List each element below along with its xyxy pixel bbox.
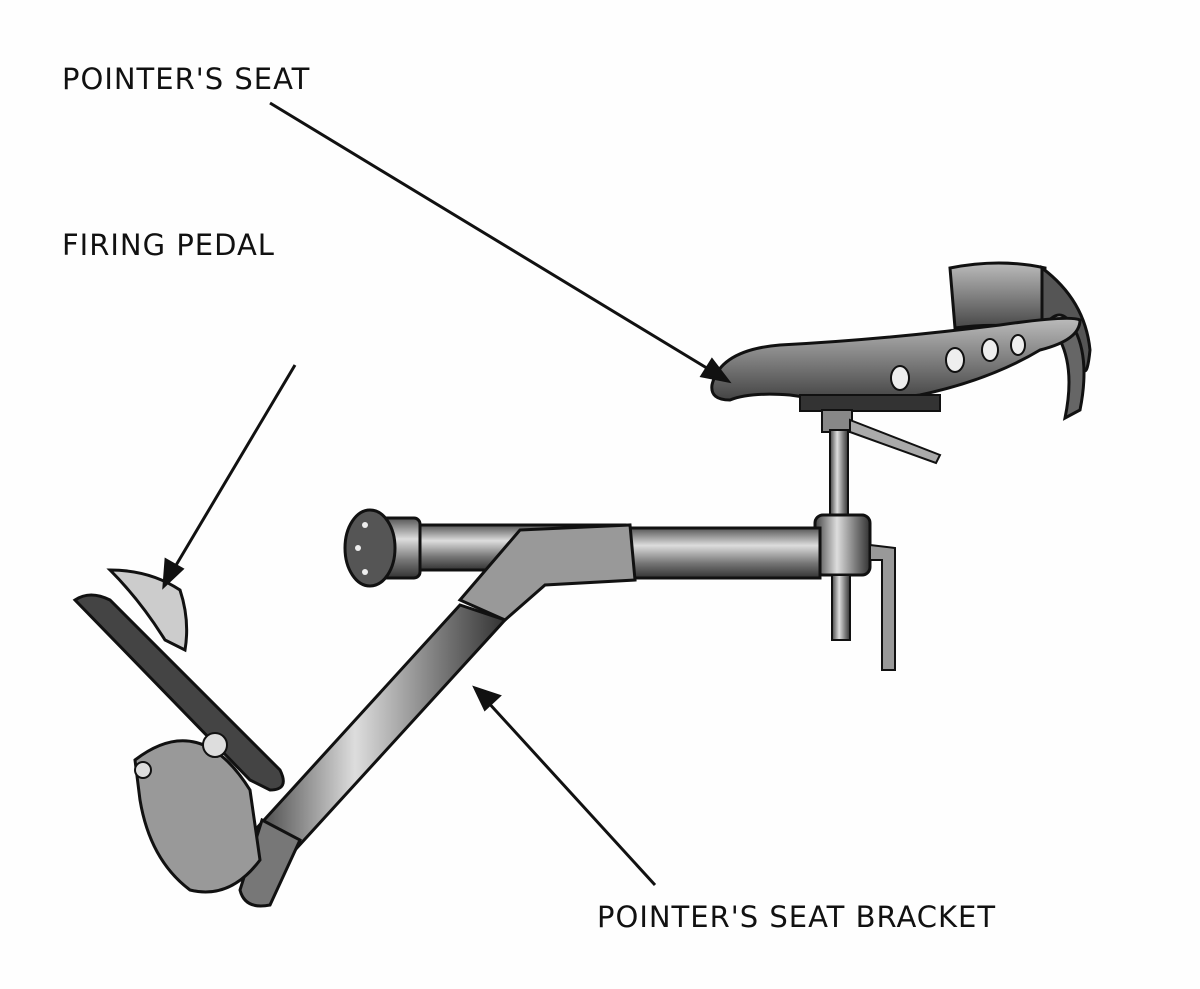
seat-post — [813, 409, 942, 671]
bracket-arrowhead — [472, 685, 502, 712]
label-pointers-seat: POINTER'S SEAT — [62, 62, 311, 96]
bracket-tube — [238, 523, 637, 908]
label-pointers-seat-bracket: POINTER'S SEAT BRACKET — [597, 900, 997, 934]
bracket-leader-line — [484, 698, 657, 887]
pedal-leader-line — [170, 364, 297, 573]
label-firing-pedal: FIRING PEDAL — [62, 228, 275, 262]
seat-pan — [710, 316, 1082, 412]
seat-arrowhead — [699, 357, 732, 384]
seat-leader-line — [269, 101, 716, 375]
firing-pedal — [72, 568, 285, 894]
pedal-arrowhead — [162, 557, 185, 590]
